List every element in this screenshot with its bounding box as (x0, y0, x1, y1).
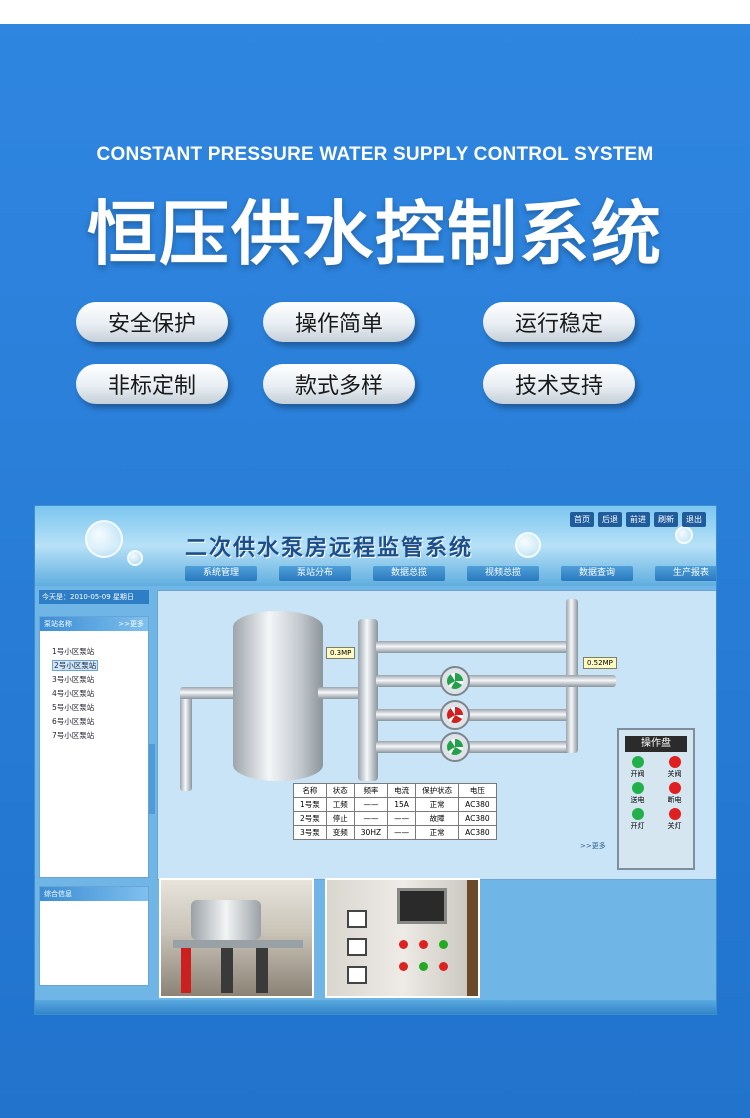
manifold (358, 619, 378, 781)
pipe (180, 691, 192, 791)
sidebar: 今天是：2010-05-09 星期日 泵站名称 >>更多 1号小区泵站 2号小区… (39, 590, 149, 1000)
outlet-pressure-gauge: 0.52MP (583, 657, 617, 669)
feature-pill-safety: 安全保护 (76, 302, 228, 342)
home-link[interactable]: 首页 (570, 512, 594, 527)
table-row: 3号泵 变频 30HZ —— 正常 AC380 (293, 825, 497, 840)
red-led-icon (668, 808, 681, 820)
pipe (376, 741, 576, 753)
feature-pill-easy: 操作简单 (263, 302, 415, 342)
power-off-button[interactable]: 断电 (660, 782, 690, 805)
system-header: 二次供水泵房远程监管系统 首页 后退 前进 刷新 退出 系统管理 泵站分布 数据… (35, 506, 716, 586)
bubble-decoration (515, 532, 541, 558)
refresh-link[interactable]: 刷新 (654, 512, 678, 527)
pipe (566, 675, 616, 687)
red-led-icon (668, 782, 681, 794)
pipe (180, 687, 240, 699)
station-panel-header: 泵站名称 >>更多 (40, 617, 148, 631)
back-link[interactable]: 后退 (598, 512, 622, 527)
feature-pill-stable: 运行稳定 (483, 302, 635, 342)
station-item[interactable]: 4号小区泵站 (52, 689, 95, 698)
red-led-icon (668, 756, 681, 768)
station-item-selected[interactable]: 2号小区泵站 (52, 660, 99, 671)
subtitle-english: CONSTANT PRESSURE WATER SUPPLY CONTROL S… (96, 144, 654, 165)
bubble-decoration (675, 526, 693, 544)
info-panel-title: 综合信息 (44, 890, 72, 898)
operation-panel: 操作盘 开阀 关阀 送电 断电 开灯 关灯 (617, 728, 695, 870)
pipe (376, 641, 576, 653)
pipe (376, 675, 576, 687)
green-led-icon (631, 808, 644, 820)
forward-link[interactable]: 前进 (626, 512, 650, 527)
pump-status-table: 名称 状态 频率 电流 保护状态 电压 1号泵 工频 —— 15A 正常 AC3… (293, 783, 497, 840)
nav-data-query[interactable]: 数据查询 (561, 566, 633, 581)
bubble-decoration (127, 550, 143, 566)
station-item[interactable]: 7号小区泵站 (52, 731, 95, 740)
system-screenshot: 二次供水泵房远程监管系统 首页 后退 前进 刷新 退出 系统管理 泵站分布 数据… (34, 505, 717, 1015)
close-valve-button[interactable]: 关阀 (660, 756, 690, 779)
table-header-row: 名称 状态 频率 电流 保护状态 电压 (293, 783, 497, 798)
operation-panel-title: 操作盘 (625, 736, 687, 752)
nav-station-map[interactable]: 泵站分布 (279, 566, 351, 581)
sidebar-collapse-handle[interactable] (149, 744, 155, 814)
info-panel: 综合信息 (39, 886, 149, 986)
power-on-button[interactable]: 送电 (623, 782, 653, 805)
info-panel-header: 综合信息 (40, 887, 148, 901)
water-tank (233, 611, 323, 781)
top-links: 首页 后退 前进 刷新 退出 (570, 512, 706, 527)
pump-2[interactable] (440, 700, 470, 730)
table-more-link[interactable]: >>更多 (580, 842, 606, 850)
station-panel: 泵站名称 >>更多 1号小区泵站 2号小区泵站 3号小区泵站 4号小区泵站 5号… (39, 616, 149, 878)
pipe (376, 709, 576, 721)
table-row: 2号泵 停止 —— —— 故障 AC380 (293, 811, 497, 826)
pump-3[interactable] (440, 732, 470, 762)
date-label: 今天是：2010-05-09 星期日 (39, 590, 149, 604)
light-on-button[interactable]: 开灯 (623, 808, 653, 831)
pump-fan-icon (447, 707, 463, 723)
feature-pill-support: 技术支持 (483, 364, 635, 404)
table-row: 1号泵 工频 —— 15A 正常 AC380 (293, 797, 497, 812)
logout-link[interactable]: 退出 (682, 512, 706, 527)
light-off-button[interactable]: 关灯 (660, 808, 690, 831)
page-title: 恒压供水控制系统 (87, 193, 663, 275)
station-panel-title: 泵站名称 (44, 620, 72, 628)
station-item[interactable]: 3号小区泵站 (52, 675, 95, 684)
station-item[interactable]: 5号小区泵站 (52, 703, 95, 712)
pipe (318, 687, 360, 699)
system-title: 二次供水泵房远程监管系统 (185, 536, 474, 561)
green-led-icon (631, 782, 644, 794)
pump-1[interactable] (440, 666, 470, 696)
open-valve-button[interactable]: 开阀 (623, 756, 653, 779)
station-item[interactable]: 1号小区泵站 (52, 647, 95, 656)
pump-equipment-photo (159, 878, 314, 998)
system-footer-bar (35, 1000, 716, 1014)
control-cabinet-photo (325, 878, 480, 998)
inlet-pressure-gauge: 0.3MP (326, 647, 356, 659)
feature-pill-custom: 非标定制 (76, 364, 228, 404)
feature-pill-styles: 款式多样 (263, 364, 415, 404)
nav-video-overview[interactable]: 视频总揽 (467, 566, 539, 581)
station-more-link[interactable]: >>更多 (118, 620, 144, 628)
top-white-strip (0, 0, 750, 24)
nav-system-manage[interactable]: 系统管理 (185, 566, 257, 581)
nav-production-report[interactable]: 生产报表 (655, 566, 716, 581)
pump-fan-icon (447, 673, 463, 689)
pump-fan-icon (447, 739, 463, 755)
nav-data-overview[interactable]: 数据总揽 (373, 566, 445, 581)
nav-bar: 系统管理 泵站分布 数据总揽 视频总揽 数据查询 生产报表 (185, 566, 716, 581)
green-led-icon (631, 756, 644, 768)
bubble-decoration (85, 520, 123, 558)
station-item[interactable]: 6号小区泵站 (52, 717, 95, 726)
